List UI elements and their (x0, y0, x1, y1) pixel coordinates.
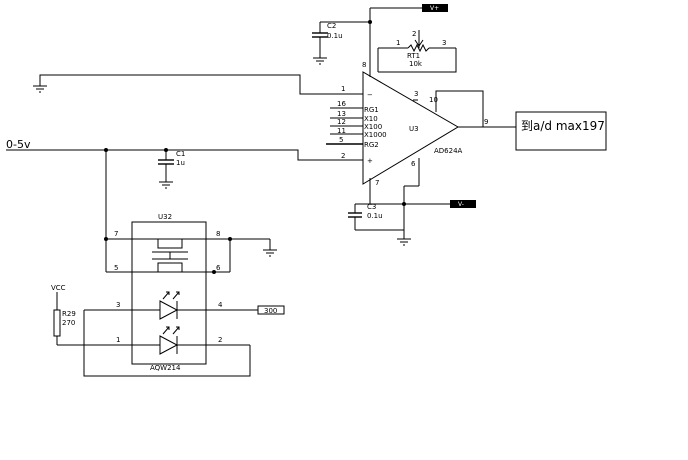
amplifier-ad624a: 1 2 − + U3 AD624A 16 13 12 11 5 RG1 X10 … (326, 8, 516, 204)
gain-label-x100: X100 (364, 123, 382, 131)
c1-ref: C1 (176, 150, 185, 158)
input-net: 0-5v (6, 138, 356, 272)
net-label-text: 300 (264, 307, 277, 315)
vplus-tag (422, 4, 448, 12)
gain-pin-11: 11 (337, 127, 346, 135)
gain-pin-16: 16 (337, 100, 346, 108)
rt1-ref: RT1 (407, 52, 420, 60)
ground-symbol-c1 (159, 181, 173, 189)
c2-ref: C2 (327, 22, 336, 30)
input-label: 0-5v (6, 138, 31, 151)
relay-pin-1: 1 (116, 336, 120, 344)
c1-value: 1u (176, 159, 185, 167)
r29-value: 270 (62, 319, 75, 327)
rt1-pin-3: 3 (442, 39, 446, 47)
amp-ref: U3 (409, 125, 419, 133)
c3-ref: C3 (367, 203, 376, 211)
capacitor-c2: C2 0.1u (312, 22, 343, 65)
vplus-supply: V+ (320, 4, 448, 24)
relay-pin-6: 6 (216, 264, 221, 272)
amp-minus-sign: − (367, 91, 373, 99)
amp-pin-8: 8 (362, 61, 366, 69)
amp-pin-1: 1 (341, 85, 345, 93)
relay-pin-3: 3 (116, 301, 120, 309)
vminus-tag (450, 200, 476, 208)
output-box: 到a/d max197 (515, 111, 607, 151)
relay-ref: U32 (158, 213, 172, 221)
relay-part: AQW214 (150, 364, 181, 372)
relay-pin-2: 2 (218, 336, 222, 344)
vplus-label: V+ (430, 5, 439, 12)
gain-pin-13: 13 (337, 110, 346, 118)
capacitor-c1: C1 1u (158, 150, 185, 189)
gain-label-rg1: RG1 (364, 106, 379, 114)
vminus-label: V- (458, 201, 464, 208)
gain-pin-12: 12 (337, 118, 346, 126)
amp-pin-3: 3 (414, 90, 418, 98)
relay-pin-5: 5 (114, 264, 118, 272)
ground-symbol-v- (397, 238, 411, 246)
r29-ref: R29 (62, 310, 76, 318)
rt1-pin-1: 1 (396, 39, 400, 47)
ground-symbol-relay (263, 249, 277, 257)
relay-aqw214: U32 AQW214 7 8 5 6 3 (60, 213, 277, 377)
junction (104, 237, 108, 241)
gain-pin-5: 5 (339, 136, 343, 144)
net-label-300: 300 (257, 305, 285, 315)
c3-value: 0.1u (367, 212, 383, 220)
amp-plus-sign: + (367, 157, 373, 165)
amp-pin-10: 10 (429, 96, 438, 104)
vcc-label: VCC (51, 284, 66, 292)
ground-input-net (33, 74, 356, 95)
c2-value: 0.1u (327, 32, 343, 40)
gain-label-x1000: X1000 (364, 131, 387, 139)
vminus-supply: V- (370, 185, 476, 246)
amp-part: AD624A (434, 147, 463, 155)
output-label: 到a/d max197 (521, 119, 605, 133)
amp-pin-7: 7 (375, 179, 379, 187)
amp-pin-9: 9 (484, 118, 488, 126)
junction (212, 270, 216, 274)
capacitor-c3: C3 0.1u (348, 203, 404, 231)
amp-pin-2: 2 (341, 152, 345, 160)
amp-pin-6: 6 (411, 160, 416, 168)
gain-label-x10: X10 (364, 115, 378, 123)
relay-pin-7: 7 (114, 230, 118, 238)
rt1-value: 10k (409, 60, 423, 68)
ground-symbol-c2 (313, 57, 327, 65)
ground-symbol-left (33, 85, 47, 93)
relay-pin-4: 4 (218, 301, 223, 309)
gain-label-rg2: RG2 (364, 141, 379, 149)
rt1-pin-2: 2 (412, 30, 416, 38)
resistor-r29: VCC R29 270 (51, 284, 76, 346)
trimmer-rt1: 1 2 3 RT1 10k (377, 30, 457, 73)
relay-pin-8: 8 (216, 230, 220, 238)
